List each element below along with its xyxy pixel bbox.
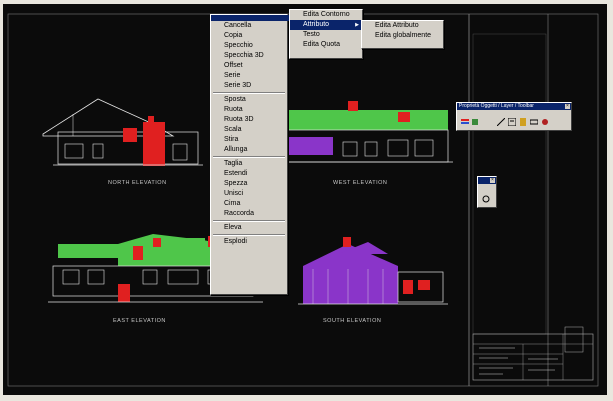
menu-item-serie-3d[interactable]: Serie 3D: [224, 82, 252, 89]
small-floating-toolbar[interactable]: ×: [477, 176, 497, 208]
menu-item-copia[interactable]: Copia: [224, 32, 243, 39]
submenu-item-edita-attributo[interactable]: Edita Attributo: [375, 22, 419, 29]
menu-separator: [213, 156, 285, 158]
submenu-item-testo[interactable]: Testo: [303, 31, 320, 38]
drawing-canvas[interactable]: NORTH ELEVATION WEST ELEVATION EAST ELEV…: [3, 4, 607, 395]
menu-item-eleva[interactable]: Eleva: [224, 224, 242, 231]
menu-item-stira[interactable]: Stira: [224, 136, 239, 143]
menu-item-allunga[interactable]: Allunga: [224, 146, 248, 153]
menu-item-serie[interactable]: Serie: [224, 72, 241, 79]
lineweight-icon[interactable]: [529, 113, 539, 125]
menu-header-highlight: [211, 15, 289, 21]
properties-icon[interactable]: [507, 113, 517, 127]
north-elevation: [42, 98, 203, 166]
menu-item-specchia-3d[interactable]: Specchia 3D: [224, 52, 264, 59]
submenu-item-edita-contorno[interactable]: Edita Contorno: [303, 11, 350, 18]
menu-item-spezza[interactable]: Spezza: [224, 180, 248, 187]
east-elevation: [48, 234, 263, 303]
menu-item-ruota[interactable]: Ruota: [224, 106, 243, 113]
south-elevation: [298, 237, 448, 305]
layer-icon[interactable]: [461, 113, 469, 124]
edit-object-submenu[interactable]: Edita Contorno Attributo ▶ Testo Edita Qu…: [289, 9, 363, 59]
menu-item-raccorda[interactable]: Raccorda: [224, 210, 254, 217]
menu-item-specchio[interactable]: Specchio: [224, 42, 253, 49]
submenu-item-edita-quota[interactable]: Edita Quota: [303, 41, 340, 48]
zoom-icon[interactable]: [482, 191, 490, 203]
menu-item-ruota-3d[interactable]: Ruota 3D: [224, 116, 254, 123]
small-close-icon[interactable]: ×: [490, 177, 495, 183]
linetype-icon[interactable]: [496, 113, 506, 127]
cad-drawing: NORTH ELEVATION WEST ELEVATION EAST ELEV…: [7, 13, 599, 387]
title-block: [472, 326, 594, 381]
menu-item-unisci[interactable]: Unisci: [224, 190, 244, 197]
match-properties-icon[interactable]: [519, 113, 527, 126]
attribute-submenu[interactable]: Edita Attributo Edita globalmente: [361, 20, 444, 49]
menu-separator: [213, 92, 285, 94]
elevation-label-north: NORTH ELEVATION: [108, 180, 167, 186]
submenu-item-attributo[interactable]: Attributo ▶: [290, 20, 362, 30]
small-toolbar-title: [478, 177, 496, 184]
render-icon[interactable]: [541, 113, 549, 125]
menu-item-sposta[interactable]: Sposta: [224, 96, 246, 103]
menu-item-scala[interactable]: Scala: [224, 126, 242, 133]
elevation-label-east: EAST ELEVATION: [113, 318, 166, 324]
menu-separator: [213, 234, 285, 236]
menu-item-taglia[interactable]: Taglia: [224, 160, 243, 167]
modify-menu[interactable]: Cancella Copia Specchio Specchia 3D Offs…: [210, 14, 289, 295]
menu-item-cima[interactable]: Cima: [224, 200, 241, 207]
menu-item-esplodi[interactable]: Esplodi: [224, 238, 247, 245]
elevation-label-west: WEST ELEVATION: [333, 180, 387, 186]
menu-item-offset[interactable]: Offset: [224, 62, 243, 69]
object-properties-toolbar[interactable]: Proprietà Oggetti / Layer / Toolbar ×: [456, 102, 572, 131]
toolbar-title: Proprietà Oggetti / Layer / Toolbar: [457, 103, 571, 110]
submenu-item-edita-globalmente[interactable]: Edita globalmente: [375, 32, 432, 39]
sheet-border: [7, 13, 599, 387]
elevation-label-south: SOUTH ELEVATION: [323, 318, 381, 324]
layer-state-icon[interactable]: [471, 113, 479, 125]
menu-item-cancella[interactable]: Cancella: [224, 22, 252, 29]
west-elevation: [283, 101, 453, 163]
menu-item-estendi[interactable]: Estendi: [224, 170, 248, 177]
submenu-arrow-icon: ▶: [355, 22, 359, 28]
menu-separator: [213, 220, 285, 222]
submenu-item-attributo-label: Attributo: [303, 21, 330, 28]
close-icon[interactable]: ×: [565, 103, 570, 109]
